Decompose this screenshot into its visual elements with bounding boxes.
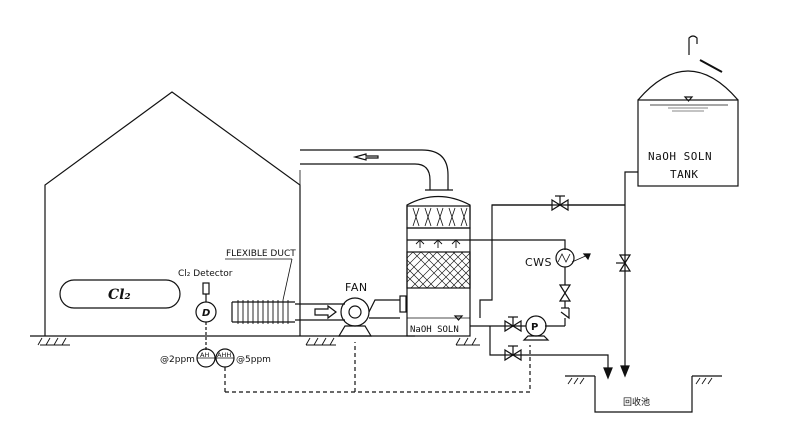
scrubber-tower-body (406, 227, 471, 337)
flow-arrow-to-fan (314, 304, 337, 320)
cws-label: CWS (525, 256, 552, 269)
supply-valve (551, 195, 569, 212)
scrubber-mist-eliminator (406, 205, 471, 229)
tank-outlet-valve (616, 254, 632, 272)
fan-outlet-flange (399, 295, 407, 313)
sump-level-marker (453, 315, 464, 321)
tank-level-marker (683, 96, 694, 102)
tank-label-line1: NaOH SOLN (648, 150, 712, 163)
cws-heat-exchanger (555, 248, 575, 268)
pump-base (522, 335, 550, 341)
cl2-storage-tank (59, 279, 181, 309)
alarm-high-symbol: AH (200, 351, 209, 359)
fan-casing (368, 299, 400, 313)
alarm-highhigh-setpoint: @5ppm (236, 355, 271, 365)
detector-symbol: D (202, 308, 210, 319)
pump-suction-valve (504, 316, 522, 333)
exhaust-duct (300, 163, 431, 190)
pump-symbol: P (531, 322, 538, 333)
spray-nozzles (415, 239, 461, 248)
naoh-soln-label: NaOH SOLN (410, 325, 459, 335)
recovery-pit (594, 376, 693, 413)
packing-crosshatch (406, 251, 471, 289)
fan-base (337, 325, 373, 337)
tank-vent (688, 35, 698, 55)
recovery-pit-label: 回收池 (623, 396, 650, 408)
flexible-duct-label: FLEXIBLE DUCT (226, 249, 296, 259)
control-signal-loop (225, 345, 531, 393)
ground-hatch-left (37, 337, 480, 346)
tank-manway (699, 59, 723, 73)
cl2-detector-label: Cl₂ Detector (178, 269, 233, 279)
detector-sensor-box (202, 282, 210, 295)
flow-arrow-down (620, 365, 630, 378)
check-valve (560, 307, 570, 320)
naoh-supply-line (624, 171, 638, 372)
drain-line (489, 326, 609, 376)
cl2-tank-label: Cl₂ (108, 287, 131, 303)
flow-arrow-drain (603, 367, 613, 380)
flexible-duct (231, 300, 295, 324)
scrubber-packing-bed (406, 251, 471, 289)
alarm-highhigh-symbol: AHH (217, 351, 231, 359)
drain-valve (504, 345, 522, 362)
flow-arrow-exhaust (352, 153, 379, 161)
fan-impeller (340, 297, 370, 327)
naoh-tank-roof (637, 70, 739, 101)
tank-label-line2: TANK (670, 168, 699, 181)
scrubber-tower-top (406, 196, 471, 220)
mist-eliminator-pattern (412, 207, 468, 227)
fan-label: FAN (345, 281, 368, 294)
recirc-line (490, 239, 566, 250)
alarm-high-setpoint: @2ppm (160, 355, 195, 365)
fan-hub (348, 305, 362, 319)
recirc-valve (558, 284, 572, 302)
building-outline (44, 91, 301, 336)
ground-hatch-right (567, 377, 713, 385)
